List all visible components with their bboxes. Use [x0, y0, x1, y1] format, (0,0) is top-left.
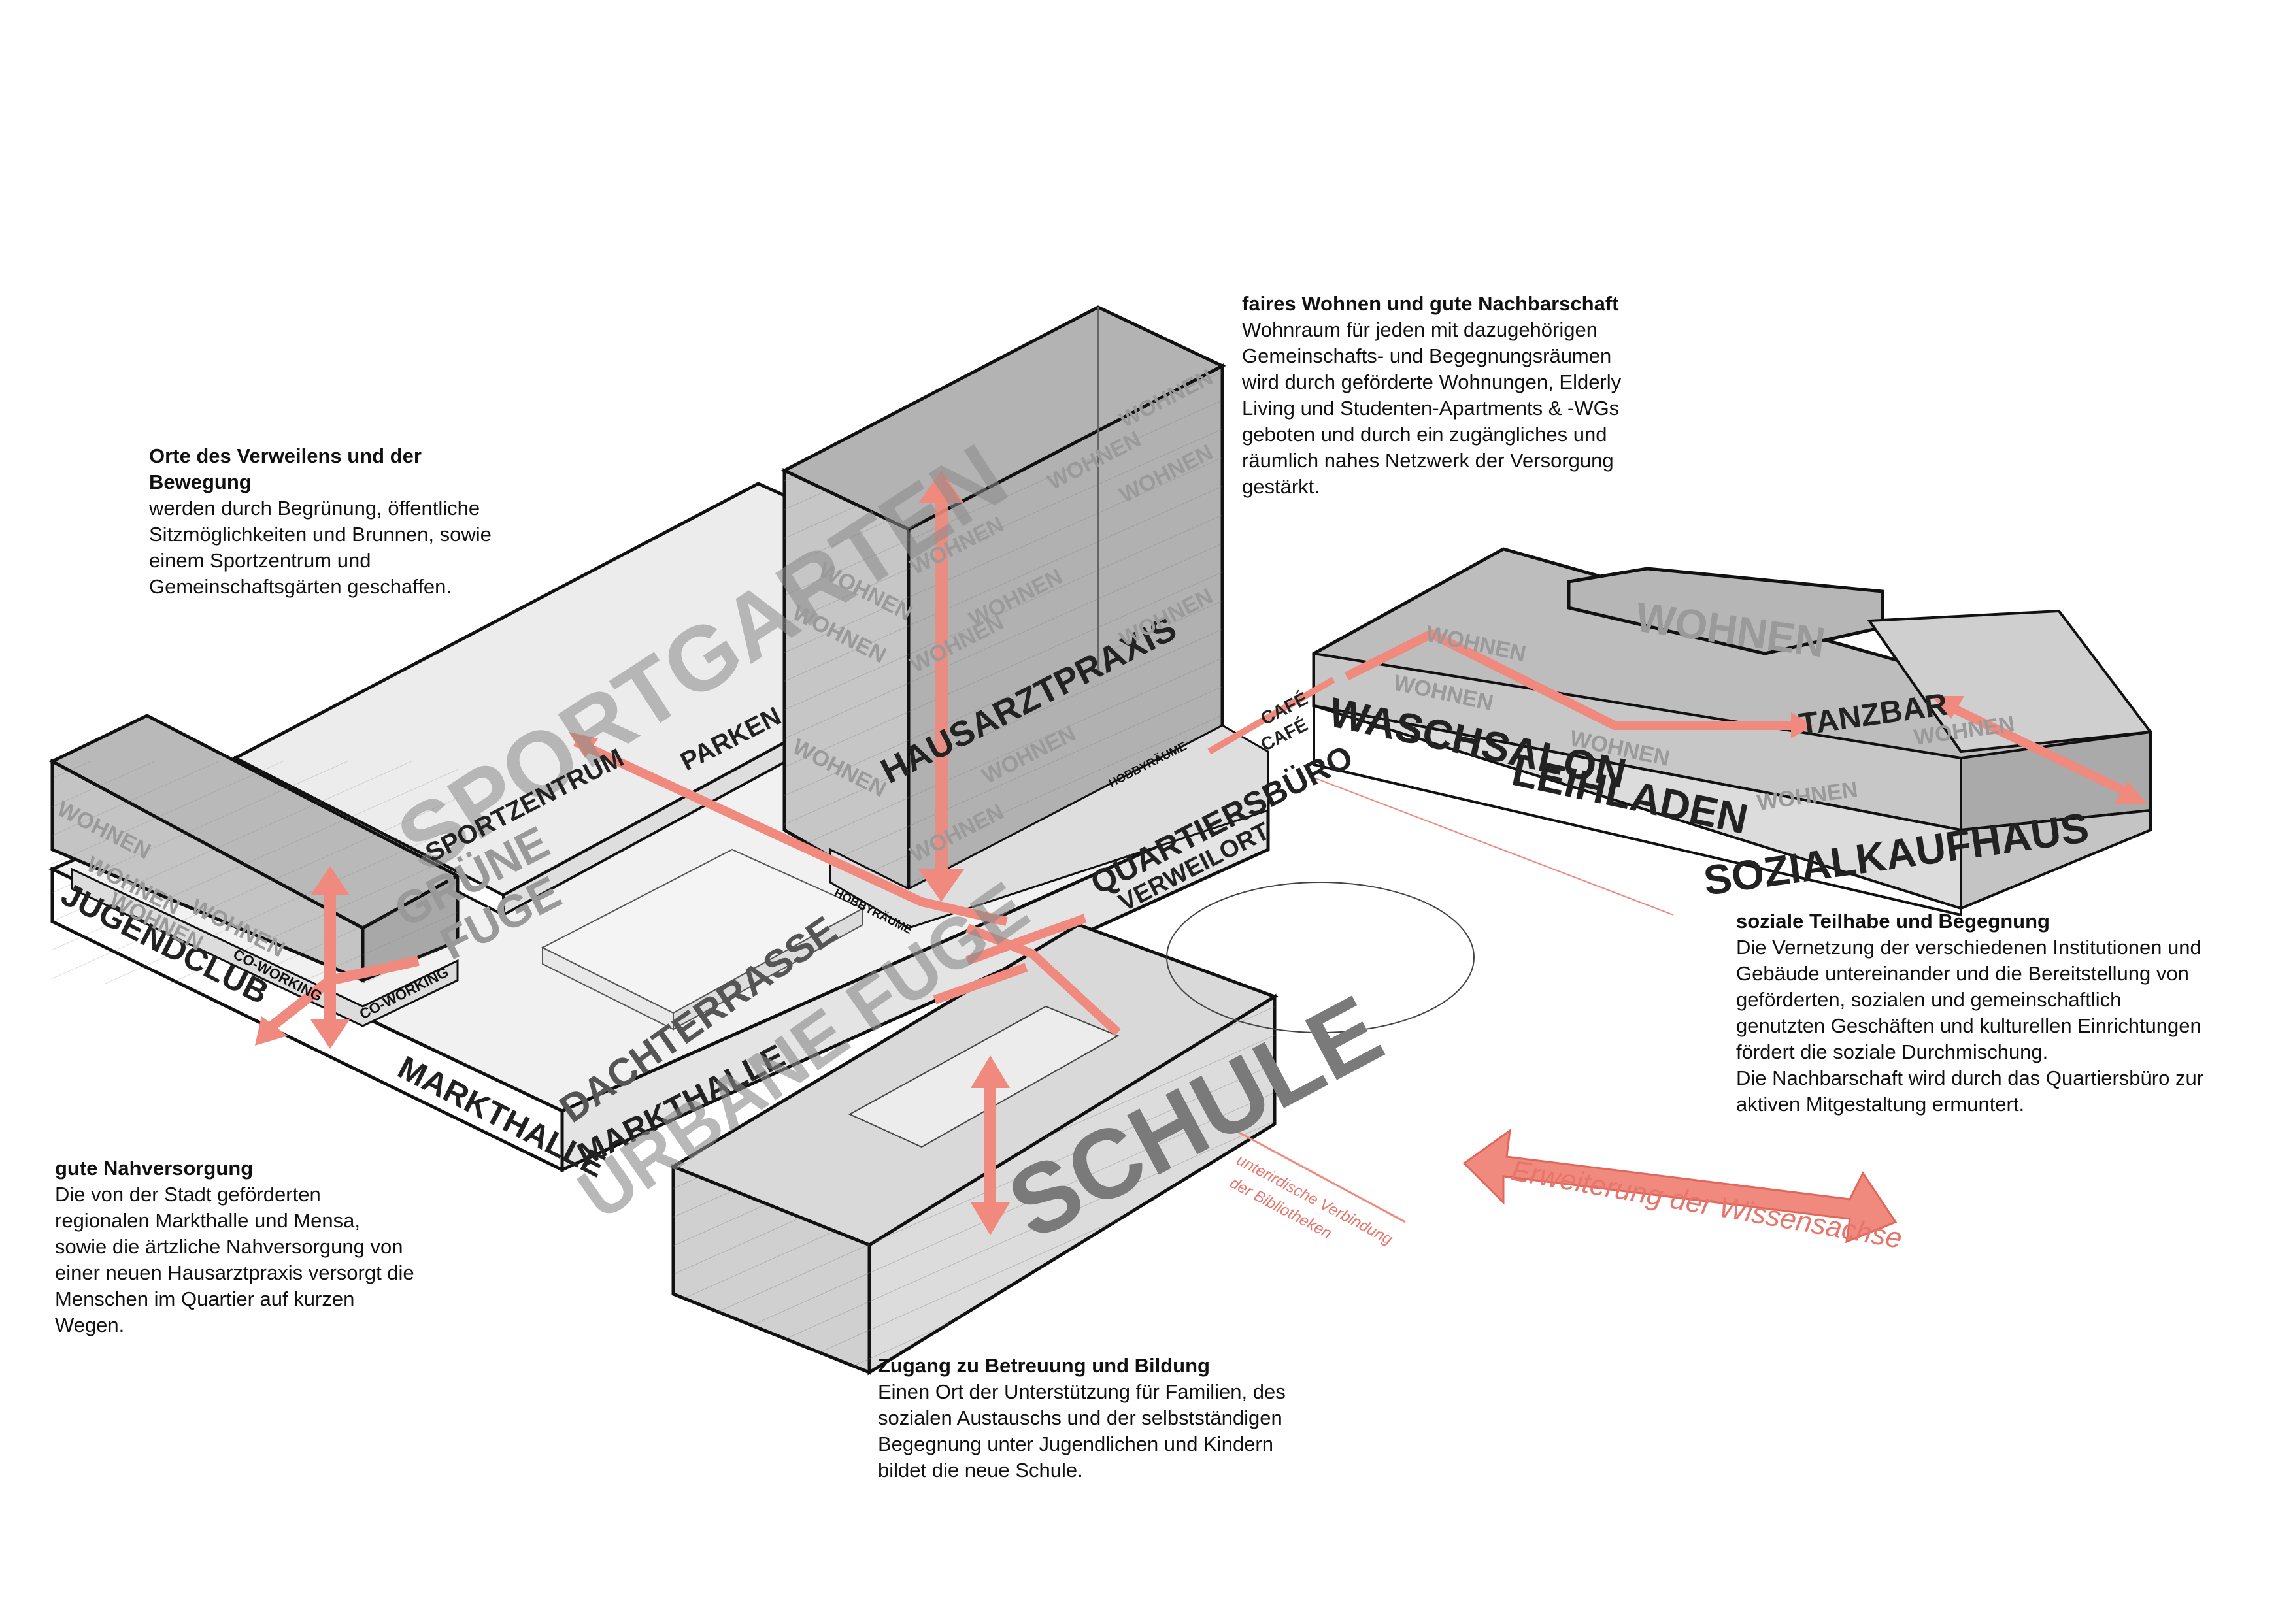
body-teilhabe: Die Vernetzung der verschiedenen Institu…	[1736, 936, 2204, 1116]
heading-nahversorgung: gute Nahversorgung	[55, 1157, 254, 1180]
hausarztpraxis-tower	[780, 305, 1269, 929]
body-wohnen: Wohnraum für jeden mit dazugehörigen Gem…	[1242, 318, 1622, 498]
connection-arrows	[255, 471, 2147, 1244]
body-nahversorgung: Die von der Stadt geförderten regionalen…	[55, 1183, 414, 1336]
text-block-verweilen: Orte des Verweilens und der Bewegung wer…	[149, 443, 554, 600]
jugendclub-building	[48, 714, 461, 1027]
body-bildung: Einen Ort der Unterstützung für Familien…	[878, 1380, 1286, 1482]
text-block-teilhabe: soziale Teilhabe und Begegnung Die Verne…	[1736, 908, 2259, 1118]
heading-verweilen: Orte des Verweilens und der Bewegung	[149, 444, 422, 493]
verweilort-circle	[1166, 882, 1475, 1033]
body-verweilen: werden durch Begrünung, öffentliche Sitz…	[149, 497, 492, 598]
heading-teilhabe: soziale Teilhabe und Begegnung	[1736, 910, 2050, 933]
wohnen-ensemble	[1312, 547, 2153, 917]
heading-wohnen: faires Wohnen und gute Nachbarschaft	[1242, 292, 1619, 315]
text-block-wohnen: faires Wohnen und gute Nachbarschaft Woh…	[1242, 291, 1713, 500]
text-block-nahversorgung: gute Nahversorgung Die von der Stadt gef…	[55, 1155, 473, 1338]
text-block-bildung: Zugang zu Betreuung und Bildung Einen Or…	[878, 1353, 1348, 1483]
heading-bildung: Zugang zu Betreuung und Bildung	[878, 1354, 1210, 1377]
